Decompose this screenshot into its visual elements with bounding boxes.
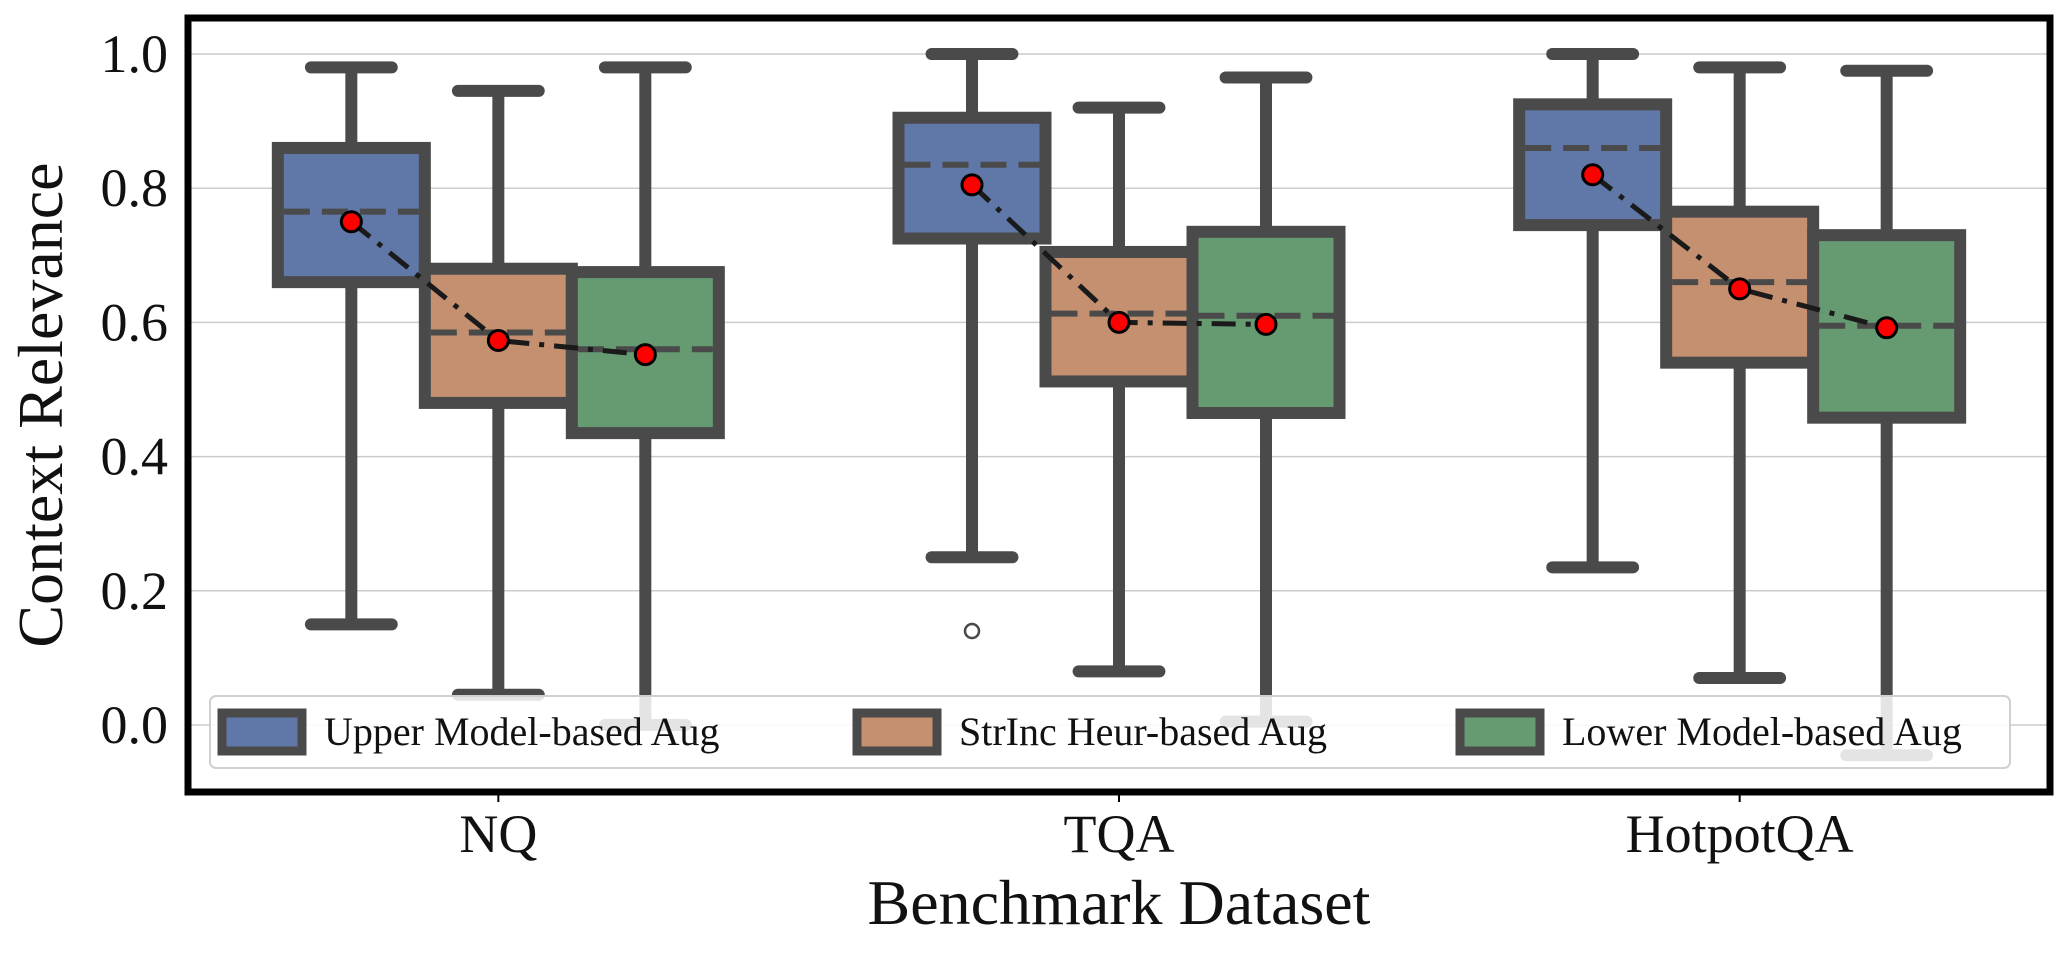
legend-label: Lower Model-based Aug: [1562, 709, 1962, 754]
y-axis: 0.0 0.2 0.4 0.6 0.8 1.0: [101, 24, 169, 755]
mean-lines: [339, 163, 1899, 367]
y-tick-label: 1.0: [101, 24, 169, 84]
y-axis-label: Context Relevance: [5, 162, 76, 647]
x-tick-label: NQ: [459, 804, 537, 864]
legend-label: StrInc Heur-based Aug: [959, 709, 1327, 754]
y-tick-label: 0.0: [101, 695, 169, 755]
outlier-point: [963, 622, 981, 640]
mean-marker: [633, 343, 657, 367]
y-tick-label: 0.6: [101, 292, 169, 352]
mean-marker: [339, 210, 363, 234]
y-tick-label: 0.4: [101, 427, 169, 487]
mean-marker: [1728, 277, 1752, 301]
mean-trend-line: [1591, 172, 1888, 331]
x-axis-label: Benchmark Dataset: [868, 867, 1371, 938]
mean-marker: [486, 329, 510, 353]
mean-marker: [1254, 312, 1278, 336]
x-axis: NQ TQA HotpotQA: [459, 792, 1854, 864]
mean-marker: [1875, 316, 1899, 340]
plot-area: [271, 48, 1967, 762]
mean-marker: [960, 173, 984, 197]
y-tick-label: 0.8: [101, 158, 169, 218]
mean-marker: [1107, 310, 1131, 334]
legend-label: Upper Model-based Aug: [324, 709, 719, 754]
legend-swatch: [1455, 708, 1545, 756]
mean-trend-line: [349, 219, 646, 358]
legend-box: [209, 695, 2011, 769]
x-tick-label: TQA: [1064, 804, 1175, 864]
mean-marker: [1581, 163, 1605, 187]
legend: Upper Model-based Aug StrInc Heur-based A…: [209, 695, 2011, 769]
series-lower: [565, 61, 1967, 762]
y-tick-label: 0.2: [101, 561, 169, 621]
legend-swatch: [217, 708, 307, 756]
legend-swatch: [852, 708, 942, 756]
x-tick-label: HotpotQA: [1626, 804, 1854, 864]
